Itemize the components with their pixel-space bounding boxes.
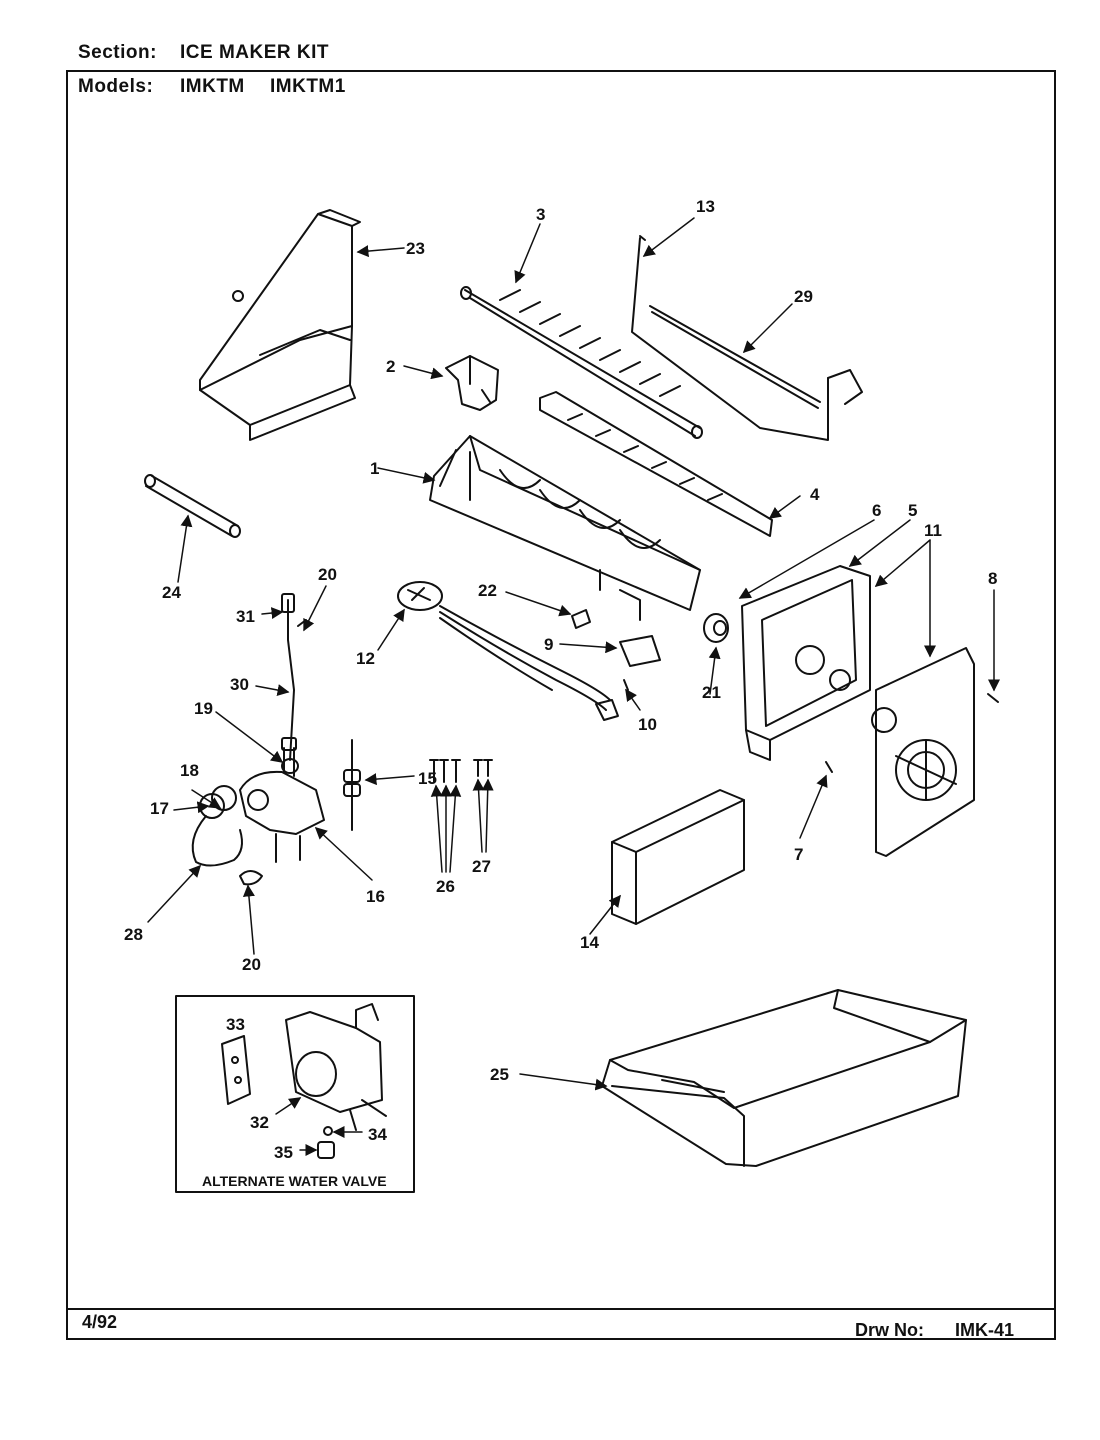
shutoff-arm-part [631, 235, 863, 441]
screws-part [429, 759, 493, 783]
callout-34: 34 [368, 1125, 387, 1144]
callout-16: 16 [366, 887, 385, 906]
callout-4: 4 [810, 485, 820, 504]
callout-25: 25 [490, 1065, 509, 1084]
callout-6: 6 [872, 501, 881, 520]
callout-2: 2 [386, 357, 395, 376]
footer-divider [66, 1308, 1056, 1310]
tubing-part [281, 593, 307, 774]
callout-17: 17 [150, 799, 169, 818]
callout-18: 18 [180, 761, 199, 780]
section-label: Section: [78, 42, 157, 63]
bracket-part [445, 355, 499, 411]
alternate-valve-part [221, 1003, 387, 1159]
callout-24: 24 [162, 583, 181, 602]
model-2: IMKTM1 [270, 76, 346, 97]
callout-30: 30 [230, 675, 249, 694]
ejector-part [460, 286, 703, 439]
thermostat-part [703, 613, 729, 643]
callout-32: 32 [250, 1113, 269, 1132]
drawing-frame [66, 70, 1056, 1340]
callout-28: 28 [124, 925, 143, 944]
footer-date: 4/92 [82, 1312, 118, 1332]
callout-20: 20 [318, 565, 337, 584]
inlet-fittings-part [191, 785, 263, 886]
models-label: Models: [78, 76, 154, 97]
callout-10: 10 [638, 715, 657, 734]
callout-leaders [147, 217, 1000, 1156]
callout-14: 14 [580, 933, 599, 952]
wire-harness-part [397, 581, 619, 721]
callout-9: 9 [544, 635, 553, 654]
callout-labels: 1 2 3 4 5 6 7 8 9 10 11 12 13 14 15 16 1… [124, 197, 997, 1189]
callout-7: 7 [794, 845, 803, 864]
callout-29: 29 [794, 287, 813, 306]
callout-23: 23 [406, 239, 425, 258]
callout-26: 26 [436, 877, 455, 896]
callout-15: 15 [418, 769, 437, 788]
motor-plate-part [871, 647, 975, 857]
callout-35: 35 [274, 1143, 293, 1162]
callout-3: 3 [536, 205, 545, 224]
screw-part [623, 679, 629, 691]
ice-tray-part [601, 989, 967, 1167]
callout-27: 27 [472, 857, 491, 876]
callout-31: 31 [236, 607, 255, 626]
mounting-bracket-part [619, 635, 661, 667]
connector-part [343, 739, 361, 831]
screw-part [987, 693, 999, 703]
callout-12: 12 [356, 649, 375, 668]
callout-8: 8 [988, 569, 997, 588]
section-value: ICE MAKER KIT [180, 42, 329, 63]
stripper-part [539, 391, 773, 537]
callout-1: 1 [370, 459, 379, 478]
drawing-number: IMK-41 [955, 1320, 1015, 1340]
inset-caption: ALTERNATE WATER VALVE [202, 1173, 387, 1189]
housing-part [741, 565, 871, 761]
drawing-number-label: Drw No: [855, 1320, 924, 1340]
callout-13: 13 [696, 197, 715, 216]
water-valve-part [239, 737, 325, 863]
callout-19: 19 [194, 699, 213, 718]
callout-20-lower: 20 [242, 955, 261, 974]
clip-part [571, 609, 591, 629]
callout-33: 33 [226, 1015, 245, 1034]
screw-part [825, 761, 833, 773]
callout-5: 5 [908, 501, 917, 520]
box-part [611, 789, 745, 925]
model-1: IMKTM [180, 76, 245, 97]
callout-21: 21 [702, 683, 721, 702]
callout-22: 22 [478, 581, 497, 600]
mold-part [429, 435, 701, 621]
callout-11: 11 [924, 521, 942, 540]
cover-part [199, 209, 361, 441]
inset-box [175, 995, 415, 1193]
fill-tube-part [144, 474, 241, 538]
